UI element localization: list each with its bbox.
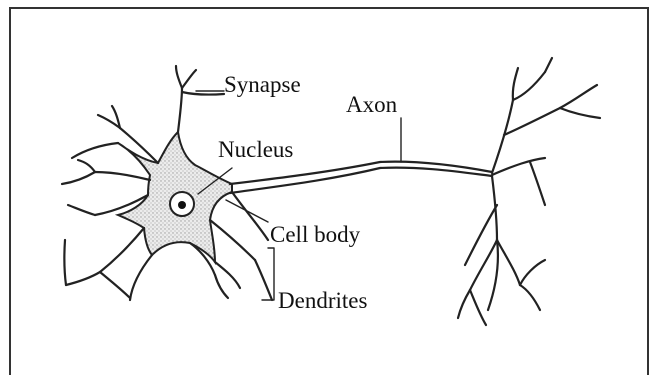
cell-body-label: Cell body	[270, 222, 361, 247]
dendrites-label: Dendrites	[278, 288, 367, 313]
figure-frame	[10, 8, 648, 375]
synapse-label: Synapse	[224, 72, 301, 97]
axon-line-lower	[230, 168, 492, 193]
nucleus-label: Nucleus	[218, 137, 293, 162]
cell-body-pointer	[226, 200, 268, 222]
nucleolus-dot	[178, 201, 186, 209]
axon-terminal-branches	[458, 58, 600, 325]
axon-label: Axon	[346, 92, 398, 117]
